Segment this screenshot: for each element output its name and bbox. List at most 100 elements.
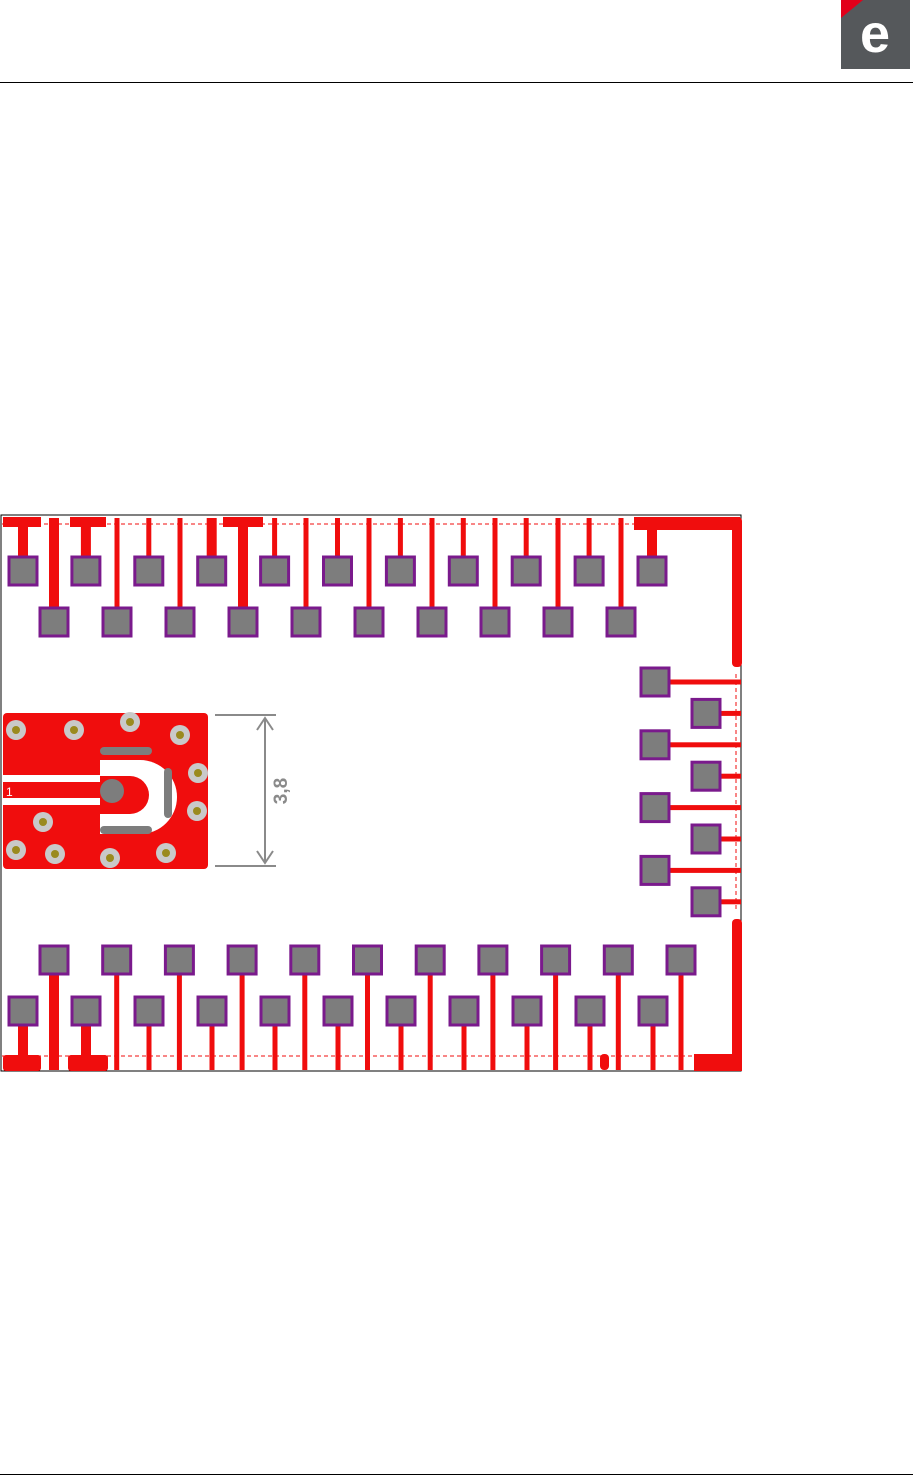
trace-bottom-inner	[616, 960, 621, 1070]
slot-pad-top	[100, 747, 152, 755]
pad-bottom-inner	[416, 946, 444, 974]
copper-trace-center	[3, 782, 115, 798]
pad-right-side	[641, 668, 669, 696]
pad-top-inner	[229, 608, 257, 636]
trace-bottom-inner	[365, 960, 370, 1070]
pad-top-inner	[355, 608, 383, 636]
pad-bottom-outer	[576, 997, 604, 1025]
trace-top-inner	[49, 518, 59, 622]
pad-bottom-outer	[639, 997, 667, 1025]
trace-bottom-inner	[114, 960, 119, 1070]
pad-right-side	[641, 794, 669, 822]
pad-top-outer	[72, 557, 100, 585]
trace-top-inner	[619, 518, 624, 622]
trace-top-inner	[238, 518, 248, 622]
logo-letter: e	[860, 4, 890, 64]
trace-top-inner	[556, 518, 561, 622]
copper-bar-bottom-right	[694, 1054, 742, 1071]
pad-top-outer	[198, 557, 226, 585]
via-hole	[176, 731, 184, 739]
pad-bottom-inner	[354, 946, 382, 974]
pcb-drawing: 1 3,8	[0, 514, 743, 1074]
trace-bottom-inner	[240, 960, 245, 1070]
trace-top-inner	[493, 518, 498, 622]
via-hole	[106, 854, 114, 862]
trace-top-inner	[430, 518, 435, 622]
copper-bar-right-lower	[732, 919, 742, 1071]
pad-top-outer	[449, 557, 477, 585]
pad-top-outer	[575, 557, 603, 585]
trace-top-inner	[115, 518, 120, 622]
pad-bottom-outer	[513, 997, 541, 1025]
pad-bottom-inner	[542, 946, 570, 974]
pad-bottom-outer	[450, 997, 478, 1025]
slot-pad-right	[164, 768, 172, 818]
via-hole	[51, 850, 59, 858]
pad-bottom-inner	[40, 946, 68, 974]
slot-pad-bottom	[100, 826, 152, 834]
pad-top-inner	[418, 608, 446, 636]
footer-divider	[0, 1474, 913, 1475]
copper-stub-bottom	[600, 1054, 609, 1070]
pad-top-outer	[512, 557, 540, 585]
pad-bottom-inner	[291, 946, 319, 974]
pad-bottom-outer	[9, 997, 37, 1025]
via-hole	[39, 818, 47, 826]
pad-top-outer	[386, 557, 414, 585]
via-hole	[194, 769, 202, 777]
pad-right-side	[641, 731, 669, 759]
pcb-layout-diagram: 1 3,8	[0, 514, 743, 1074]
pad-bottom-outer	[72, 997, 100, 1025]
pad-top-inner	[544, 608, 572, 636]
via-hole	[12, 846, 20, 854]
via-hole	[193, 807, 201, 815]
pad-bottom-inner	[667, 946, 695, 974]
pad-bottom-inner	[103, 946, 131, 974]
via-hole	[70, 726, 78, 734]
pad-bottom-inner	[479, 946, 507, 974]
pad-bottom-inner	[604, 946, 632, 974]
trace-bottom-inner	[302, 960, 307, 1070]
pad-bottom-outer	[387, 997, 415, 1025]
pad-bottom-outer	[261, 997, 289, 1025]
center-via-pad	[100, 779, 124, 803]
pad-top-outer	[261, 557, 289, 585]
via-hole	[126, 718, 134, 726]
pad-right-side	[692, 825, 720, 853]
via-hole	[12, 726, 20, 734]
brand-logo: e	[841, 0, 910, 69]
trace-bottom-inner	[490, 960, 495, 1070]
copper-bar-right-upper	[732, 517, 742, 667]
trace-bottom-inner	[553, 960, 558, 1070]
trace-bottom-inner	[679, 960, 684, 1070]
trace-top-inner	[367, 518, 372, 622]
via-hole	[162, 849, 170, 857]
pad-bottom-inner	[165, 946, 193, 974]
pad-bottom-inner	[228, 946, 256, 974]
pad-bottom-outer	[135, 997, 163, 1025]
pad-top-inner	[166, 608, 194, 636]
pin-1-label: 1	[6, 785, 13, 799]
pad-top-inner	[103, 608, 131, 636]
pad-top-inner	[292, 608, 320, 636]
pad-bottom-outer	[324, 997, 352, 1025]
trace-top-inner	[304, 518, 309, 622]
trace-bottom-inner	[177, 960, 182, 1070]
trace-bottom-inner	[428, 960, 433, 1070]
pad-top-outer	[9, 557, 37, 585]
pad-top-outer	[135, 557, 163, 585]
pad-right-side	[692, 762, 720, 790]
trace-top-inner	[178, 518, 183, 622]
dimension-label: 3,8	[271, 778, 292, 804]
pad-top-outer	[324, 557, 352, 585]
header-divider	[0, 82, 913, 83]
pad-top-outer	[638, 557, 666, 585]
pad-right-side	[692, 888, 720, 916]
pad-right-side	[692, 699, 720, 727]
trace-bottom-inner	[49, 960, 59, 1070]
pad-top-inner	[40, 608, 68, 636]
pad-top-inner	[481, 608, 509, 636]
pad-top-inner	[607, 608, 635, 636]
pad-bottom-outer	[198, 997, 226, 1025]
pad-right-side	[641, 856, 669, 884]
